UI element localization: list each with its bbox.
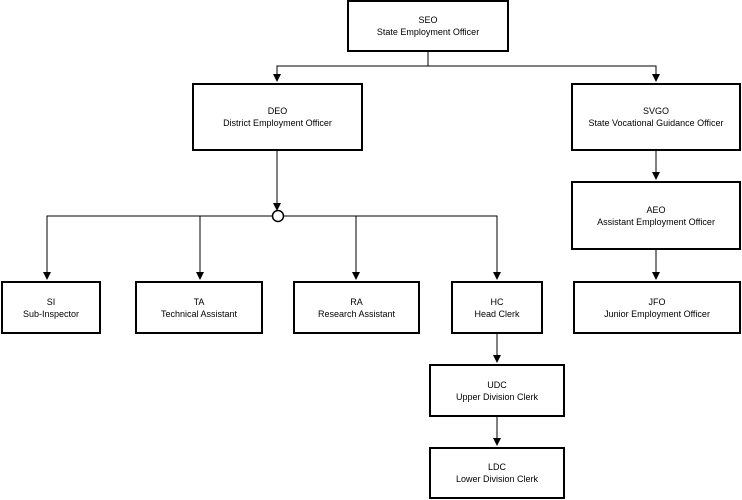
node-deo-title: District Employment Officer (223, 118, 332, 128)
node-svgo-title: State Vocational Guidance Officer (588, 118, 724, 128)
node-aeo-title: Assistant Employment Officer (597, 216, 715, 227)
node-ta-abbr: TA (193, 296, 205, 307)
node-svgo-abbr: SVGO (642, 106, 669, 116)
node-ta-title: Technical Assistant (160, 308, 238, 319)
node-udc-title: Upper Division Clerk (455, 391, 539, 402)
node-udc-abbr: UDC (487, 379, 507, 390)
node-ra-title: Research Assistant (317, 308, 396, 319)
node-jfo-abbr: JFO (648, 296, 666, 307)
node-ldc-title: Lower Division Clerk (455, 474, 539, 484)
node-aeo: AEO Assistant Employment Officer (571, 181, 741, 250)
node-ldc: LDC Lower Division Clerk (429, 447, 565, 499)
node-seo-abbr: SEO (418, 15, 438, 25)
node-svgo: SVGO State Vocational Guidance Officer (571, 83, 741, 151)
node-hc: HC Head Clerk (451, 281, 543, 334)
node-hc-title: Head Clerk (474, 308, 520, 319)
node-hc-abbr: HC (490, 296, 504, 307)
node-seo: SEO State Employment Officer (347, 0, 509, 52)
edge-junction-hc (356, 215, 501, 280)
edge-seo-svgo (428, 65, 660, 82)
edge-seo-deo (273, 51, 429, 82)
node-ta: TA Technical Assistant (135, 281, 263, 334)
node-jfo-title: Junior Employment Officer (604, 308, 710, 319)
junction-node (271, 209, 285, 223)
node-deo-abbr: DEO (267, 106, 288, 116)
node-ldc-abbr: LDC (487, 462, 506, 472)
node-aeo-abbr: AEO (646, 204, 666, 215)
node-si: SI Sub-Inspector (1, 281, 101, 334)
edge-junction-ra (283, 215, 360, 280)
node-ra-abbr: RA (350, 296, 363, 307)
node-ra: RA Research Assistant (293, 281, 420, 334)
node-deo: DEO District Employment Officer (192, 83, 363, 151)
node-udc: UDC Upper Division Clerk (429, 364, 565, 417)
node-seo-title: State Employment Officer (376, 27, 480, 37)
node-jfo: JFO Junior Employment Officer (573, 281, 741, 334)
node-si-abbr: SI (46, 296, 56, 307)
node-si-title: Sub-Inspector (22, 308, 80, 319)
edge-junction-si (43, 215, 272, 280)
